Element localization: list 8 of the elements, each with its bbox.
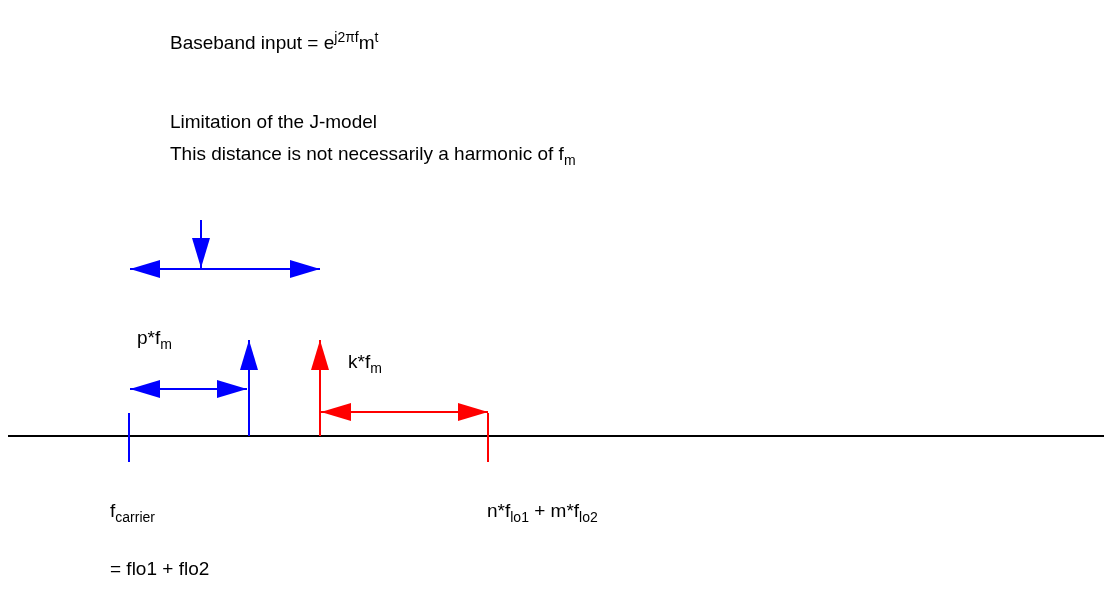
note-text: This distance is not necessarily a harmonic of f$_{m}$ <box>170 143 576 170</box>
formula-label: p*f$_{m}$ <box>137 327 172 354</box>
formula-label: Baseband input = e$^{j2πf}$m$^{t}$ <box>170 28 379 55</box>
frequency-label: f$_{carrier}$ <box>110 500 155 527</box>
formula-label: = flo1 + flo2 <box>110 558 210 580</box>
formula-label: k*f$_{m}$ <box>348 351 382 378</box>
note-text: Limitation of the J-model <box>170 111 377 133</box>
frequency-label: n*f$_{lo1}$ + m*f$_{lo2}$ <box>487 500 598 527</box>
